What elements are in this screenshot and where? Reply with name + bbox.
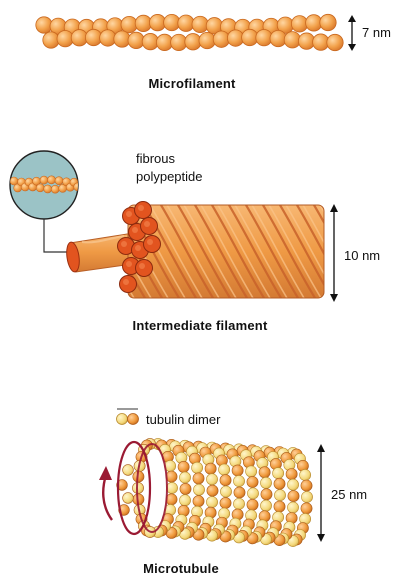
inset-bead [55, 177, 63, 185]
actin-bead [320, 14, 336, 30]
tubulin-subunit [301, 480, 312, 491]
tubulin-subunit [220, 486, 231, 497]
tubulin-subunit [180, 483, 191, 494]
tubulin-subunit [205, 463, 216, 474]
inset-bead [44, 185, 52, 193]
tubulin-subunit [166, 482, 177, 493]
tubulin-subunit [259, 467, 270, 478]
rotation-arrow-icon [99, 466, 112, 520]
microtubule-caption: Microtubule [143, 561, 219, 576]
tubulin-subunit [300, 469, 311, 480]
tubulin-subunit [178, 461, 189, 472]
inset-label-line2: polypeptide [136, 169, 203, 184]
tubulin-subunit [192, 462, 203, 473]
inset-bead [36, 184, 44, 192]
tubulin-subunit [288, 491, 299, 502]
tubulin-subunit [260, 477, 271, 488]
tubulin-subunit [179, 472, 190, 483]
tubulin-subunit [219, 464, 230, 475]
fibrous-polypeptide-inset [10, 151, 82, 252]
tubulin-subunit [234, 487, 245, 498]
tubulin-subunit [123, 465, 134, 476]
tubulin-subunit [246, 466, 257, 477]
inset-bead [48, 176, 56, 184]
tubulin-subunit [301, 491, 312, 502]
microfilament-size-arrow [348, 15, 356, 51]
tubulin-subunit [261, 489, 272, 500]
tubulin-subunit [232, 465, 243, 476]
tubulin-subunit [273, 468, 284, 479]
tubulin-subunit [206, 474, 217, 485]
tubulin-subunit [287, 479, 298, 490]
inset-bead [40, 176, 48, 184]
tubulin-subunit [287, 502, 298, 513]
tubulin-subunit [274, 490, 285, 501]
tubulin-subunit [247, 488, 258, 499]
tubulin-subunit [123, 493, 134, 504]
tubulin-dimer-label: tubulin dimer [146, 412, 221, 427]
tubulin-subunit [179, 495, 190, 506]
tubulin-subunit [247, 476, 258, 487]
inset-label-line1: fibrous [136, 151, 176, 166]
microtubule-size-label: 25 nm [331, 487, 367, 502]
actin-bead [327, 34, 343, 50]
microtubule-size-arrow [317, 444, 325, 542]
tubulin-subunit [247, 499, 258, 510]
intermediate-filament-size-arrow [330, 204, 338, 302]
tubulin-subunit [220, 475, 231, 486]
tubulin-subunit [274, 478, 285, 489]
tubulin-subunit [301, 503, 312, 514]
tubulin-subunit [274, 501, 285, 512]
inset-bead [51, 185, 59, 193]
tubulin-subunit [220, 497, 231, 508]
tubulin-subunit [233, 476, 244, 487]
tubulin-subunit [286, 469, 297, 480]
tubulin-subunit [193, 473, 204, 484]
intermediate-filament-size-label: 10 nm [344, 248, 380, 263]
tubulin-subunit [193, 496, 204, 507]
microfilament-strand [36, 14, 343, 50]
tubulin-subunit [233, 498, 244, 509]
tubulin-subunit [207, 485, 218, 496]
tubulin-subunit [260, 500, 271, 511]
microfilament-size-label: 7 nm [362, 25, 391, 40]
tubulin-subunit [193, 484, 204, 495]
intermediate-filament-caption: Intermediate filament [133, 318, 268, 333]
tubulin-subunit [206, 496, 217, 507]
microfilament-caption: Microfilament [148, 76, 236, 91]
tubulin-dimer-legend [117, 409, 139, 425]
